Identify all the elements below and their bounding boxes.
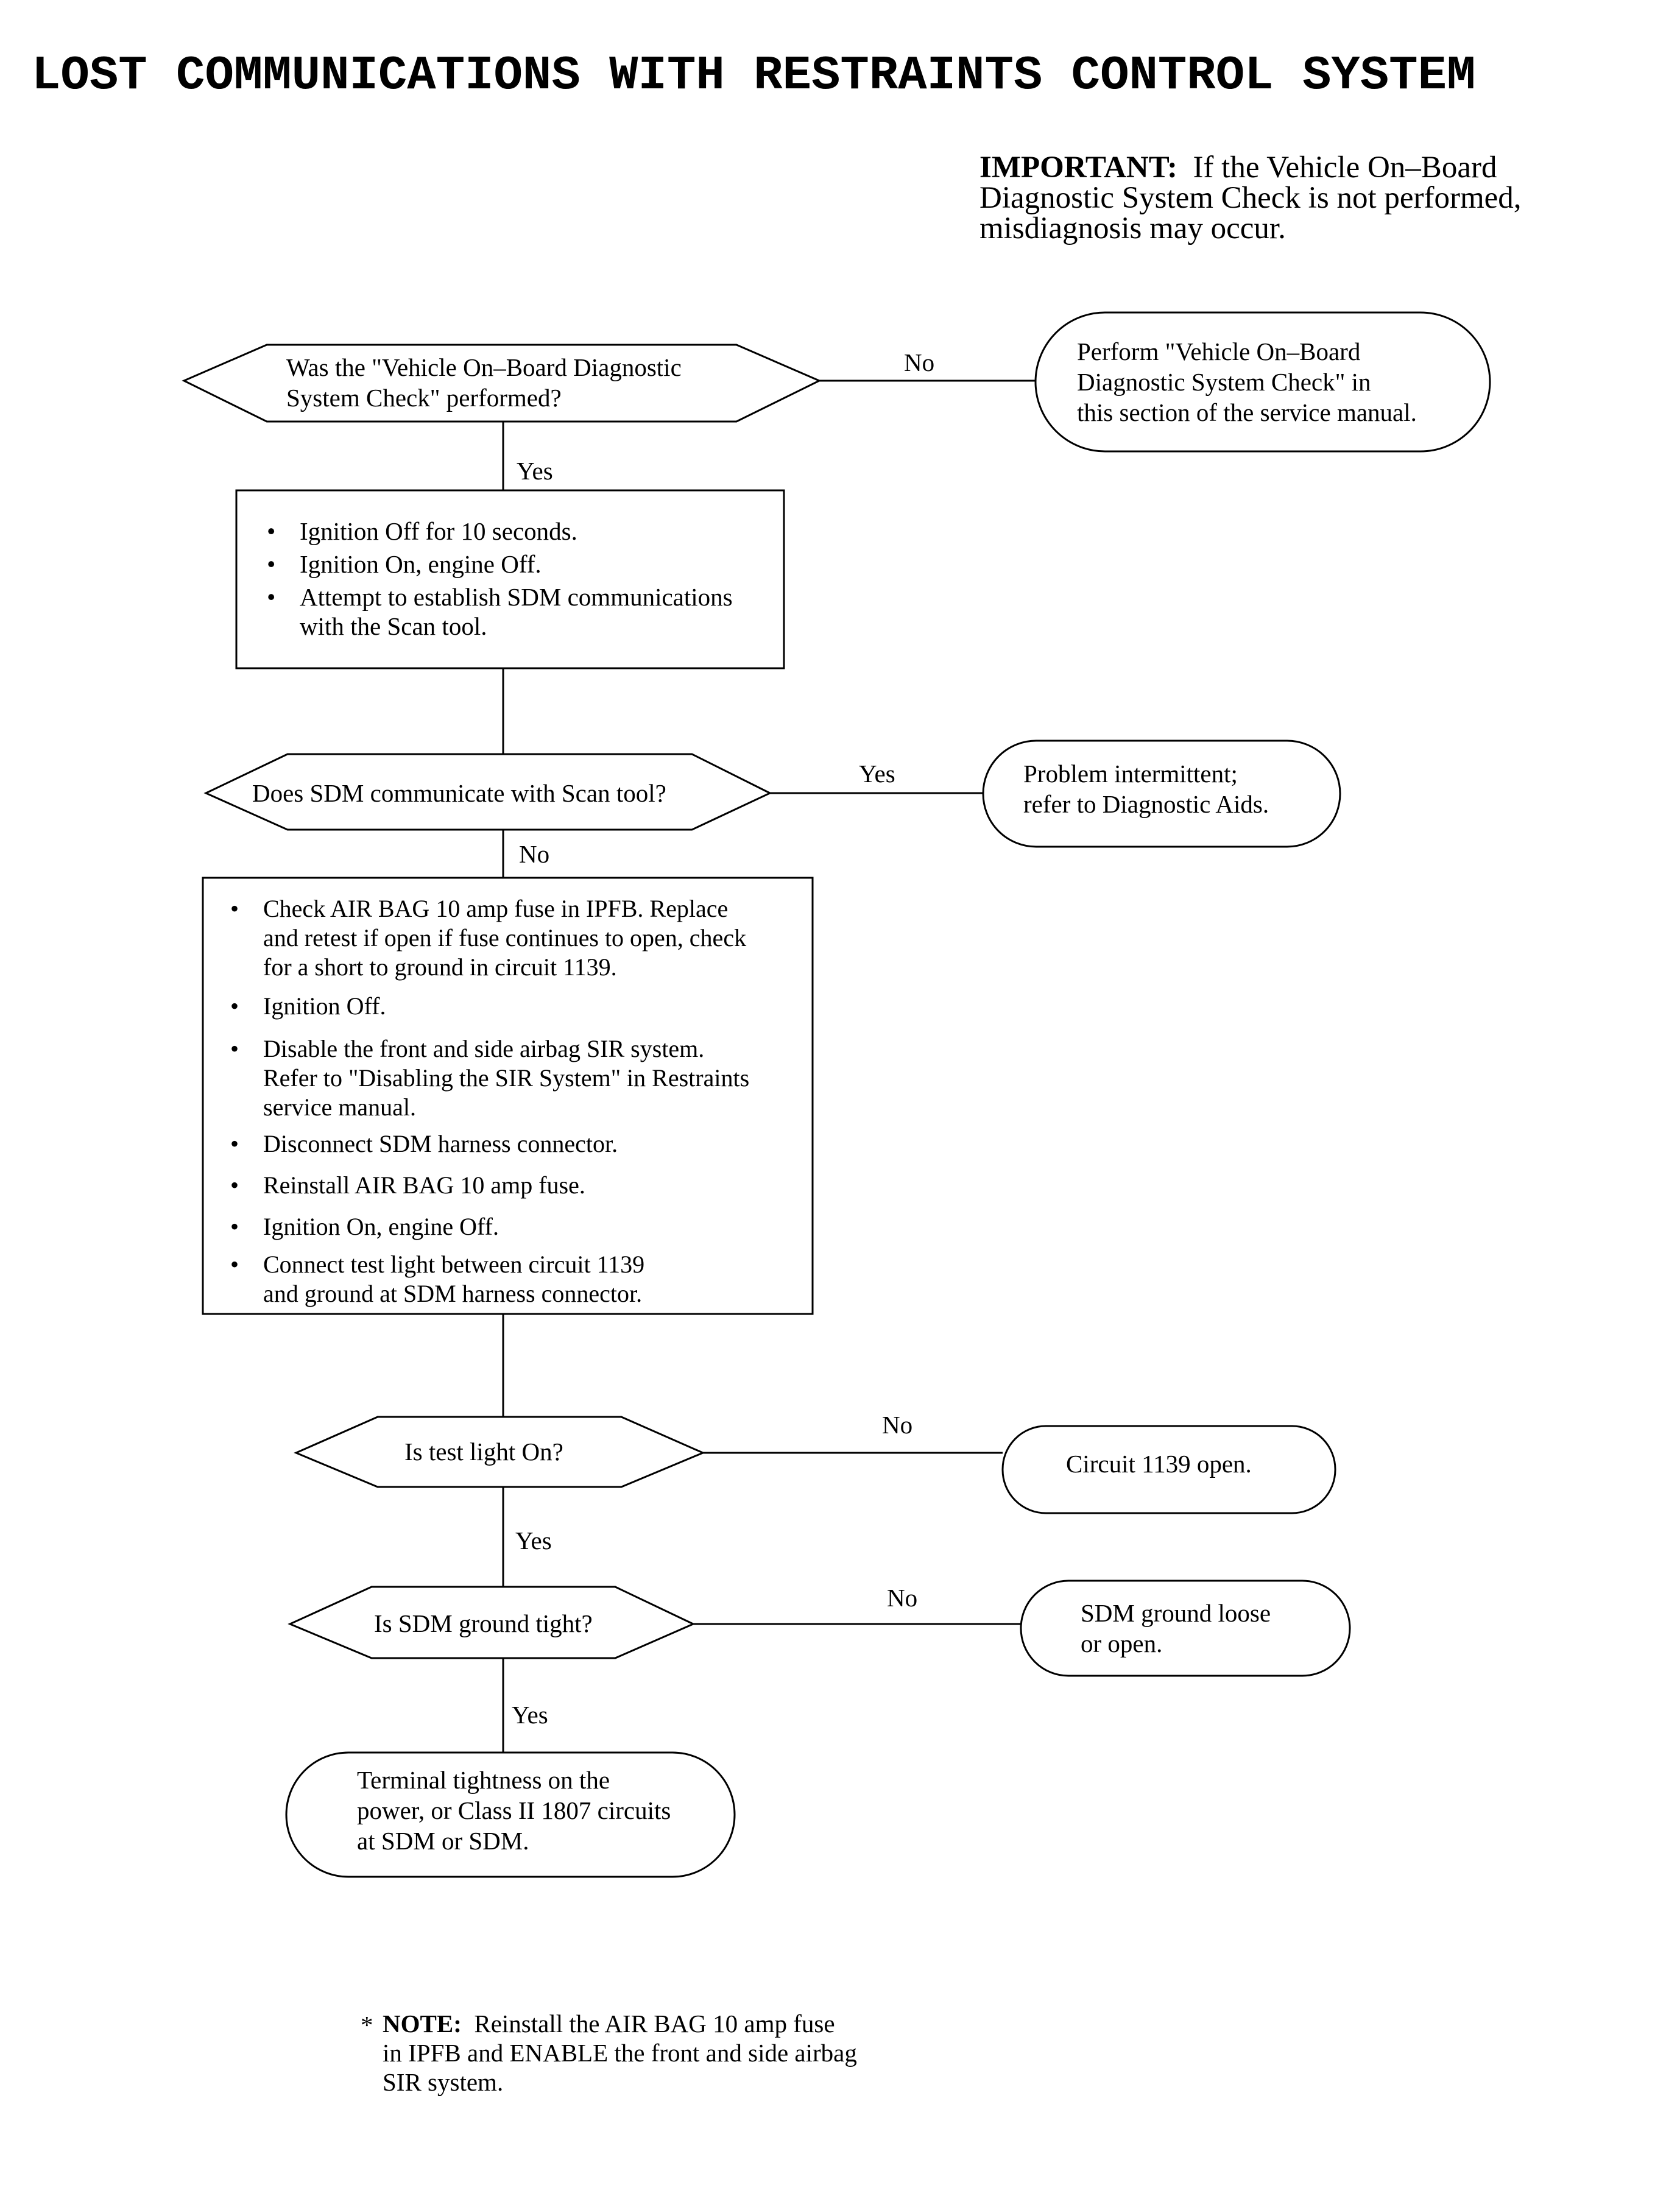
- decision-q2-text: Does SDM communicate with Scan tool?: [252, 778, 666, 808]
- terminal-q4-no: [1020, 1580, 1351, 1677]
- terminal-q1-no-line-3: this section of the service manual.: [1077, 398, 1417, 426]
- footnote-text-3: SIR system.: [383, 2068, 504, 2096]
- label-q1-yes: Yes: [517, 457, 553, 485]
- terminal-q1-no: [1034, 311, 1491, 453]
- terminal-q1-no-line-2: Diagnostic System Check" in: [1077, 368, 1371, 396]
- terminal-q4-no-line-1: SDM ground loose: [1081, 1599, 1271, 1627]
- terminal-q2-yes: [982, 740, 1341, 848]
- box2-item-5-line-1: Reinstall AIR BAG 10 amp fuse.: [263, 1171, 585, 1199]
- terminal-q1-no-line-1: Perform "Vehicle On–Board: [1077, 337, 1361, 365]
- process-box-2-list: Check AIR BAG 10 amp fuse in IPFB. Repla…: [225, 894, 749, 1308]
- box1-item-2-line-1: Ignition On, engine Off.: [300, 550, 542, 578]
- footnote-line-1: NOTE: Reinstall the AIR BAG 10 amp fuse: [383, 2009, 857, 2038]
- box2-item-2-line-1: Ignition Off.: [263, 992, 386, 1020]
- box2-item-1-line-2: and retest if open if fuse continues to …: [263, 924, 747, 951]
- footnote-text-2: in IPFB and ENABLE the front and side ai…: [383, 2039, 857, 2067]
- decision-q1-line-1: Was the "Vehicle On–Board Diagnostic: [286, 353, 682, 381]
- page-title: LOST COMMUNICATIONS WITH RESTRAINTS CONT…: [32, 48, 1476, 103]
- footnote: * NOTE: Reinstall the AIR BAG 10 amp fus…: [361, 2009, 857, 2097]
- terminal-q4-no-line-2: or open.: [1081, 1629, 1163, 1658]
- footnote-body: NOTE: Reinstall the AIR BAG 10 amp fuse …: [383, 2009, 857, 2097]
- terminal-q3-no-line-1: Circuit 1139 open.: [1066, 1450, 1252, 1478]
- terminal-q2-yes-line-2: refer to Diagnostic Aids.: [1023, 790, 1269, 818]
- process-box-2: [202, 877, 814, 1315]
- terminal-final-line-2: power, or Class II 1807 circuits: [357, 1796, 671, 1824]
- box2-item-3: Disable the front and side airbag SIR sy…: [225, 1034, 749, 1122]
- label-q3-no: No: [882, 1411, 913, 1439]
- terminal-final-line-3: at SDM or SDM.: [357, 1827, 529, 1855]
- box1-item-3-line-2: with the Scan tool.: [300, 612, 487, 640]
- box2-item-1: Check AIR BAG 10 amp fuse in IPFB. Repla…: [225, 894, 749, 982]
- box1-item-1-line-1: Ignition Off for 10 seconds.: [300, 517, 577, 545]
- decision-q3-text: Is test light On?: [404, 1436, 563, 1467]
- footnote-marker: *: [361, 2011, 373, 2039]
- terminal-q4-no-text: SDM ground loose or open.: [1081, 1598, 1271, 1659]
- decision-q3-line-1: Is test light On?: [404, 1438, 563, 1466]
- decision-q2-line-1: Does SDM communicate with Scan tool?: [252, 779, 666, 807]
- box1-item-2: Ignition On, engine Off.: [262, 549, 733, 579]
- box2-item-4: Disconnect SDM harness connector.: [225, 1129, 749, 1159]
- important-text-3: misdiagnosis may occur.: [979, 211, 1286, 245]
- label-q2-no: No: [519, 840, 550, 868]
- terminal-final-text: Terminal tightness on the power, or Clas…: [357, 1765, 671, 1856]
- terminal-q3-no: [1001, 1425, 1336, 1514]
- label-q3-yes: Yes: [515, 1527, 552, 1555]
- box2-item-7-line-1: Connect test light between circuit 1139: [263, 1251, 645, 1278]
- box2-item-6: Ignition On, engine Off.: [225, 1212, 749, 1241]
- box2-item-5: Reinstall AIR BAG 10 amp fuse.: [225, 1171, 749, 1200]
- important-label: IMPORTANT:: [979, 150, 1177, 185]
- box2-item-6-line-1: Ignition On, engine Off.: [263, 1213, 499, 1240]
- label-q4-no: No: [887, 1584, 918, 1612]
- label-q4-yes: Yes: [512, 1701, 548, 1729]
- footnote-text-1: Reinstall the AIR BAG 10 amp fuse: [474, 2010, 835, 2038]
- box2-item-1-line-1: Check AIR BAG 10 amp fuse in IPFB. Repla…: [263, 895, 729, 922]
- terminal-final: [285, 1751, 736, 1878]
- terminal-q2-yes-text: Problem intermittent; refer to Diagnosti…: [1023, 758, 1269, 819]
- box1-item-3: Attempt to establish SDM communicationsw…: [262, 582, 733, 641]
- important-line-1: IMPORTANT: If the Vehicle On–Board: [979, 152, 1522, 183]
- decision-q1-line-2: System Check" performed?: [286, 384, 562, 412]
- terminal-q1-no-text: Perform "Vehicle On–Board Diagnostic Sys…: [1077, 336, 1417, 428]
- decision-q4-text: Is SDM ground tight?: [374, 1608, 593, 1639]
- terminal-q3-no-text: Circuit 1139 open.: [1066, 1449, 1252, 1479]
- box2-item-4-line-1: Disconnect SDM harness connector.: [263, 1130, 618, 1157]
- important-text-2: Diagnostic System Check is not performed…: [979, 181, 1522, 215]
- label-q2-yes: Yes: [859, 760, 895, 788]
- terminal-q2-yes-line-1: Problem intermittent;: [1023, 760, 1238, 788]
- box2-item-3-line-3: service manual.: [263, 1093, 416, 1121]
- important-note: IMPORTANT: If the Vehicle On–Board Diagn…: [979, 152, 1522, 244]
- box2-item-1-line-3: for a short to ground in circuit 1139.: [263, 953, 617, 981]
- box2-item-7: Connect test light between circuit 1139 …: [225, 1250, 749, 1308]
- label-q1-no: No: [904, 348, 935, 376]
- box2-item-3-line-1: Disable the front and side airbag SIR sy…: [263, 1035, 705, 1062]
- process-box-1-list: Ignition Off for 10 seconds. Ignition On…: [262, 517, 733, 641]
- decision-q1-text: Was the "Vehicle On–Board Diagnostic Sys…: [286, 352, 682, 413]
- box1-item-3-line-1: Attempt to establish SDM communications: [300, 583, 733, 611]
- box2-item-3-line-2: Refer to "Disabling the SIR System" in R…: [263, 1064, 750, 1092]
- box2-item-7-line-2: and ground at SDM harness connector.: [263, 1280, 643, 1307]
- decision-q4-line-1: Is SDM ground tight?: [374, 1609, 593, 1637]
- footnote-label: NOTE:: [383, 2010, 462, 2038]
- terminal-final-line-1: Terminal tightness on the: [357, 1766, 610, 1794]
- box1-item-1: Ignition Off for 10 seconds.: [262, 517, 733, 546]
- box2-item-2: Ignition Off.: [225, 992, 749, 1021]
- process-box-1: [235, 489, 785, 669]
- important-text-1: If the Vehicle On–Board: [1193, 150, 1497, 185]
